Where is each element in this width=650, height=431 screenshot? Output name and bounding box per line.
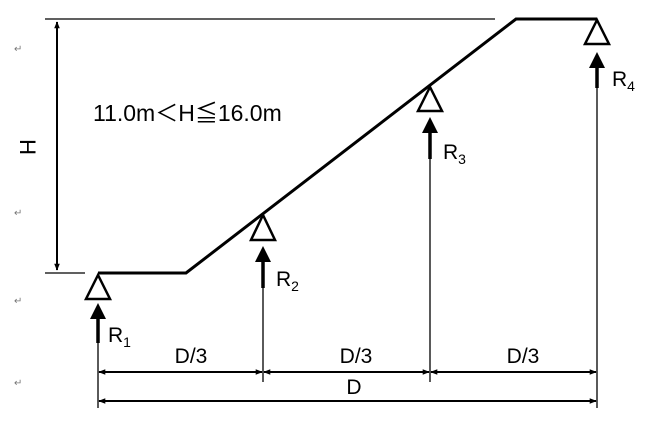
span-label-2: D/3 bbox=[340, 345, 373, 368]
reaction-arrow-1 bbox=[90, 303, 106, 343]
reaction-label-r2: R2 bbox=[276, 268, 299, 294]
support-triangle-2 bbox=[249, 212, 277, 242]
paragraph-mark: ↵ bbox=[14, 208, 22, 219]
reaction-label-r1: R1 bbox=[108, 324, 131, 350]
support-triangle-1 bbox=[83, 272, 113, 301]
total-span-label: D bbox=[346, 376, 361, 399]
support-triangle-4 bbox=[582, 17, 612, 46]
support-triangle-3 bbox=[415, 84, 445, 113]
reaction-label-r4: R4 bbox=[612, 68, 635, 94]
paragraph-mark: ↵ bbox=[14, 296, 22, 307]
paragraph-mark: ↵ bbox=[14, 378, 22, 389]
paragraph-mark: ↵ bbox=[14, 44, 22, 55]
span-label-3: D/3 bbox=[507, 345, 540, 368]
height-symbol-label: H bbox=[15, 139, 40, 155]
ramp-profile bbox=[98, 17, 597, 275]
height-range-label: 11.0m＜H≦16.0m bbox=[93, 100, 282, 126]
reaction-arrow-3 bbox=[422, 117, 438, 159]
reaction-arrow-4 bbox=[589, 52, 605, 88]
reaction-arrow-2 bbox=[255, 246, 271, 288]
reaction-label-r3: R3 bbox=[443, 141, 466, 167]
span-label-1: D/3 bbox=[175, 345, 208, 368]
